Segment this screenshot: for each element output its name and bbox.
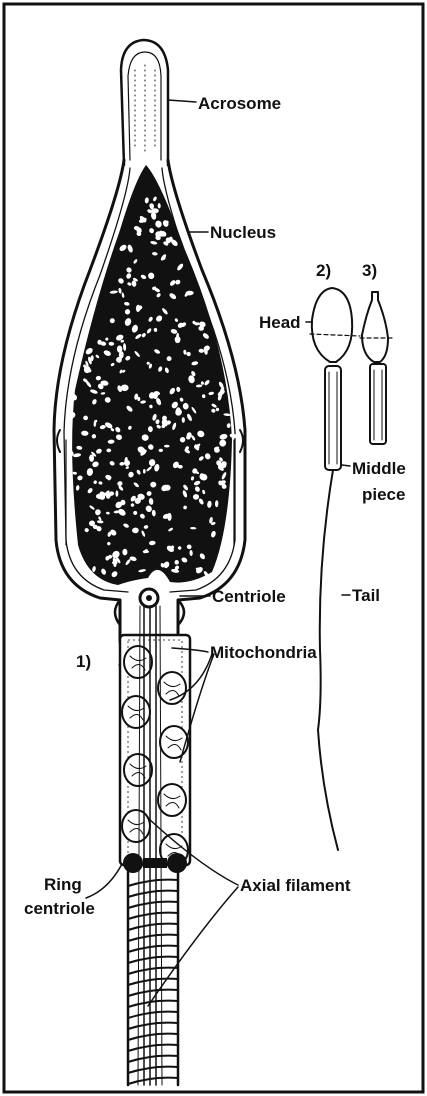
tail-helix-coil [128,1078,178,1084]
label-middle-piece-line1: Middle [352,459,406,478]
figure-number-3: 3) [362,261,377,280]
tail-helix-coil [128,1001,178,1007]
nucleus-speckle [151,208,159,213]
tail-helix-coil [128,1023,178,1029]
sperm2-tail [318,470,338,850]
nucleus-speckle [147,362,150,365]
label-ring-centriole-line1: Ring [44,875,82,894]
whole-sperm-side-view [310,288,360,850]
figure-number-1: 1) [76,652,91,671]
label-head: Head [259,313,301,332]
tail-helix-coil [128,891,178,897]
tail-helix-coil [128,1034,178,1040]
nucleus-speckle [116,490,119,496]
detailed-sperm [54,40,245,1085]
tail-helix-coil [128,1012,178,1018]
sperm-profile-view [360,292,392,444]
tail-helix-coil [128,935,178,941]
label-acrosome: Acrosome [198,94,281,113]
mitochondrion [158,784,186,816]
tail-helix-coil [128,1067,178,1073]
tail-helix-coil [128,979,178,985]
nucleus-speckle [164,445,170,448]
tail-helix-coil [128,1045,178,1051]
label-axial-filament: Axial filament [240,876,351,895]
label-tail: Tail [352,586,380,605]
mitochondrion [122,810,150,842]
label-ring-centriole-line2: centriole [24,899,95,918]
label-mitochondria: Mitochondria [210,643,317,662]
tail-helix-coil [128,957,178,963]
figure-number-2: 2) [316,261,331,280]
ring-centriole-left [123,853,143,873]
mitochondrion [160,726,188,758]
label-nucleus: Nucleus [210,223,276,242]
tail-helix-coil [128,1056,178,1062]
tail-helix-coil [128,946,178,952]
ring-centriole-right [167,853,187,873]
tail-helix-coil [128,913,178,919]
sperm2-head [312,288,352,362]
sperm2-middle-piece [325,366,341,470]
mitochondrion [124,754,152,786]
tail-helix-coil [128,924,178,930]
tail-helix-coil [128,902,178,908]
nucleus [72,165,232,585]
mitochondrion [122,696,150,728]
nucleus-speckle [122,549,127,556]
tail-helix [128,880,178,1084]
tail-helix-coil [128,990,178,996]
label-centriole: Centriole [212,587,286,606]
tail-helix-coil [128,880,178,886]
sperm3-head [362,292,388,362]
label-middle-piece-line2: piece [362,485,405,504]
mitochondrion [124,646,152,678]
